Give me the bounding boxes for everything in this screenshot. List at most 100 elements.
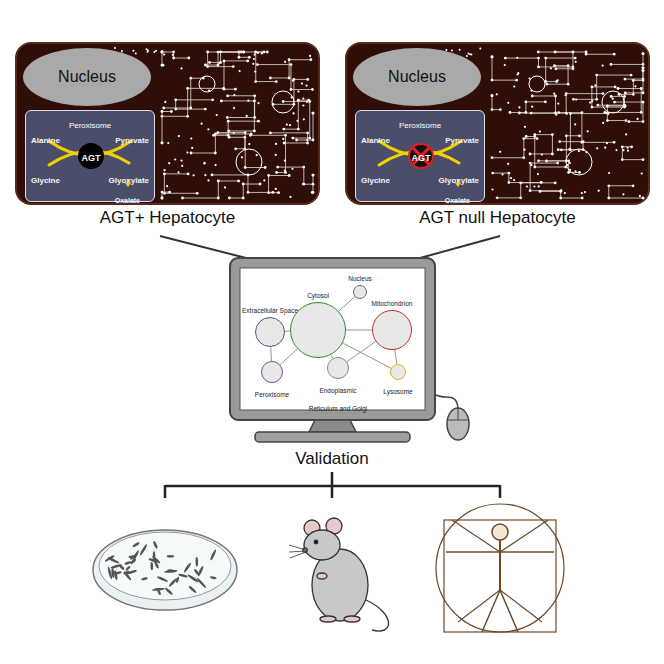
compartment-label: Lysosome	[383, 388, 412, 395]
metabolite-dot	[491, 94, 494, 97]
metabolite-dot	[491, 79, 494, 82]
metabolite-dot	[612, 98, 614, 100]
metabolite-dot	[253, 116, 256, 119]
metabolite-dot	[596, 147, 598, 149]
metabolite-dot	[233, 107, 235, 109]
metabolite-dot	[269, 77, 272, 80]
text-holder: Peroxisome	[255, 383, 289, 401]
metabolite-dot	[575, 99, 577, 101]
metabolite-dot	[642, 120, 645, 123]
metabolite-dot	[634, 85, 636, 87]
metabolite-dot	[257, 102, 259, 104]
mouse-figure-part	[290, 552, 306, 558]
cell	[104, 541, 217, 596]
cell	[132, 542, 140, 548]
pathway-line	[559, 113, 614, 143]
metabolite-dot	[204, 162, 206, 164]
mouse-figure	[289, 518, 389, 631]
metabolite-dot	[537, 57, 540, 60]
metabolite-dot	[161, 51, 164, 54]
metabolite-dot	[625, 133, 627, 135]
pathway-cycle	[566, 149, 592, 175]
pathway-line	[297, 113, 313, 140]
metabolite-dot	[525, 135, 528, 138]
bracket-part	[331, 472, 334, 486]
metabolite-dot	[308, 137, 311, 140]
metabolite-dot	[642, 63, 645, 66]
metabolite-dot	[248, 143, 250, 145]
metabolite-dot	[617, 87, 620, 90]
section-label: Validation	[295, 449, 368, 468]
metabolite-label: Alanine	[361, 136, 390, 145]
text-holder: Peroxisome	[26, 114, 154, 132]
compartment-circle: Nucleus	[353, 285, 367, 299]
metabolite-dot	[606, 119, 609, 122]
cell	[164, 570, 178, 574]
metabolite-dot	[524, 126, 526, 128]
metabolite-dot	[227, 120, 230, 123]
cell	[168, 577, 178, 587]
metabolite-dot	[606, 142, 608, 144]
metabolite-dot	[247, 100, 249, 102]
metabolite-dot	[263, 179, 265, 181]
metabolite-dot	[291, 137, 294, 140]
metabolite-dot	[539, 131, 541, 133]
pathway-cycle	[529, 76, 545, 92]
metabolite-dot	[161, 197, 164, 200]
metabolite-dot	[277, 191, 280, 194]
metabolite-dot	[204, 174, 206, 176]
metabolite-dot	[546, 83, 549, 86]
metabolite-dot	[186, 87, 189, 90]
compartment-circle: Mitochondrion	[372, 310, 412, 350]
metabolite-dot	[239, 70, 241, 72]
metabolite-dot	[253, 130, 256, 133]
pathway-line	[530, 163, 561, 191]
mouse-figure-part	[289, 551, 306, 552]
label-holder: Pyruvate	[445, 129, 479, 147]
metabolite-dot	[537, 66, 540, 69]
cell	[124, 561, 131, 566]
compartment-circle: Endoplasmic Reticulum and Golgi	[327, 357, 349, 379]
metabolite-dot	[203, 163, 205, 165]
metabolite-dot	[246, 60, 249, 63]
cell	[183, 562, 192, 573]
connector-line-part	[160, 236, 246, 258]
metabolite-dot	[602, 122, 604, 124]
metabolite-dot	[288, 174, 291, 177]
metabolite-label: Glycine	[31, 176, 60, 185]
metabolite-dot	[555, 114, 557, 116]
metabolite-dot	[608, 172, 610, 174]
metabolite-dot	[628, 120, 631, 123]
metabolite-dot	[533, 185, 535, 187]
metabolite-dot	[161, 197, 164, 200]
pathway-line	[538, 52, 573, 69]
pathway-line	[162, 192, 170, 198]
pathway-line	[208, 52, 242, 67]
metabolite-dot	[288, 77, 291, 80]
metabolite-dot	[540, 181, 542, 183]
petri-dish-part	[99, 532, 231, 600]
pathway-cycle	[272, 91, 294, 113]
metabolite-dot	[238, 56, 241, 59]
metabolite-dot	[264, 166, 267, 169]
cell	[157, 589, 162, 596]
cell	[125, 565, 131, 571]
metabolite-dot	[135, 53, 137, 55]
compartment-label: Nucleus	[348, 275, 371, 282]
metabolite-dot	[567, 83, 570, 86]
metabolite-dot	[254, 71, 256, 73]
bracket-part	[499, 485, 502, 498]
pathway-line	[205, 52, 244, 65]
metabolite-dot	[559, 190, 562, 193]
compartment-label: Peroxisome	[255, 391, 289, 398]
metabolite-dot	[275, 154, 277, 156]
pathway-line	[493, 173, 541, 182]
metabolite-dot	[162, 107, 165, 110]
metabolite-dot	[275, 80, 278, 83]
metabolite-dot	[621, 145, 624, 148]
metabolite-dot	[312, 174, 315, 177]
metabolite-dot	[186, 151, 188, 153]
hepatocyte-panel: NucleusAGTPeroxisomeAlaninePyruvateGlyci…	[15, 42, 320, 205]
metabolite-dot	[261, 52, 263, 54]
compartment-label: Mitochondrion	[372, 300, 413, 307]
